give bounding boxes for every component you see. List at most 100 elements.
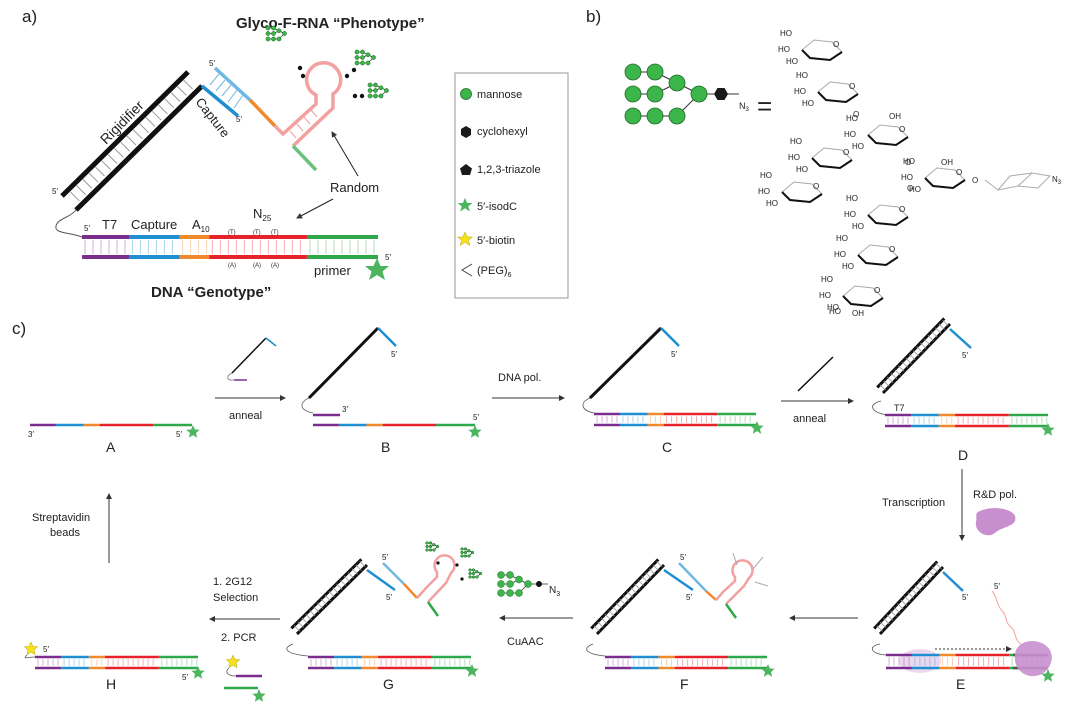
step-label: DNA pol. <box>498 372 541 384</box>
base-pair-rung <box>301 617 308 624</box>
step-label: Transcription <box>882 497 945 509</box>
rigidifier-strand <box>878 565 945 636</box>
panel-a-label: a) <box>22 7 37 26</box>
hydroxyl-label: HO <box>846 194 858 203</box>
capture-strand <box>382 562 405 585</box>
triazole-icon <box>359 93 365 99</box>
hydroxyl-label: HO <box>766 199 778 208</box>
state-h-drawing: 5′5′ <box>23 641 205 682</box>
triazole-icon <box>460 577 464 581</box>
alkyne-handle-icon <box>754 581 769 587</box>
hydroxyl-label: HO <box>819 291 831 300</box>
base-pair-rung <box>612 606 619 613</box>
triazole-pentagon-icon <box>460 164 472 175</box>
mannose-icon <box>646 107 664 125</box>
state-label-d: D <box>958 447 968 463</box>
azide-subscript: 3 <box>1058 180 1062 186</box>
cyclohexyl-hexagon-icon <box>461 126 471 138</box>
base-pair-rung <box>615 602 623 609</box>
rigidifier-strand <box>588 326 663 400</box>
base-pair-rung <box>921 577 928 584</box>
base-pair-rung <box>601 617 608 624</box>
mannose-icon <box>471 575 476 579</box>
base-pair-rung <box>656 560 663 568</box>
isodc-star-icon <box>465 664 479 677</box>
state-label-a: A <box>106 439 116 455</box>
step-anneal-2: anneal <box>781 356 854 425</box>
cyclohexyl-icon <box>344 73 350 79</box>
base-pair-rung <box>876 625 883 632</box>
ring-oxygen-label: O <box>833 40 839 49</box>
step-label: 2. PCR <box>221 632 257 644</box>
hydroxyl-label: HO <box>796 165 808 174</box>
base-pair-rung <box>324 594 331 602</box>
isodc-star-icon <box>191 666 205 679</box>
step-label: 1. 2G12 <box>213 576 252 588</box>
rigidifier-strand <box>873 560 939 630</box>
base-pair-rung <box>88 172 99 183</box>
base-pair-rung <box>316 602 324 609</box>
biotin-star-icon <box>23 641 39 656</box>
pcr-primers <box>224 654 266 702</box>
ring-oxygen-label: O <box>874 286 880 295</box>
ring-front-bond <box>857 254 899 267</box>
capture-strand <box>660 327 680 347</box>
base-pair-rung <box>934 327 942 334</box>
base-pair-rung <box>900 599 908 606</box>
legend-item-mannose: mannose <box>460 88 522 101</box>
base-pair-rung <box>924 573 932 581</box>
hydroxyl-label: HO <box>834 250 846 259</box>
mannose-icon <box>475 575 479 579</box>
isodc-star-icon <box>365 258 389 280</box>
base-pair-rung <box>916 346 923 353</box>
mannose-icon <box>460 550 464 555</box>
base-pair-rung <box>351 568 358 575</box>
cyclohexyl-ring <box>984 172 1052 191</box>
equals-sign: = <box>757 91 772 121</box>
primer-tail <box>724 603 738 619</box>
base-pair-rung <box>76 185 86 195</box>
isodc-star-icon <box>252 689 266 702</box>
ring-oxygen-label: O <box>889 245 895 254</box>
state-label-g: G <box>383 676 394 692</box>
base-pair-rung <box>641 576 648 583</box>
base-pair-rung <box>183 79 194 90</box>
mannose-icon <box>276 36 282 42</box>
panel-b: b) N3 = OHOHOHOOHOHOHOOOHOHOHOOHOHOHOHOO… <box>586 7 1062 318</box>
ring-front-bond <box>817 91 859 104</box>
capture-strand <box>366 568 396 592</box>
glycan-cluster <box>367 82 389 99</box>
hydroxyl-label: HO <box>780 29 792 38</box>
glycan-azide-reagent <box>497 571 548 597</box>
hydroxyl-label: HO <box>758 187 770 196</box>
random-annotation: Random <box>296 131 379 219</box>
mannose-icon <box>646 85 664 103</box>
glycosidic-oxygen-label: O <box>907 184 913 193</box>
step-cuaac: CuAAC N3 <box>497 571 573 648</box>
ring-back-bond <box>801 39 843 53</box>
base-pair-rung <box>912 350 920 357</box>
base-pair-rung <box>82 179 93 189</box>
hydroxyl-label: HO <box>760 171 772 180</box>
legend-label: 5′-biotin <box>477 235 515 247</box>
mannose-icon <box>378 85 384 91</box>
mannose-icon <box>354 55 360 60</box>
base-pair-rung <box>648 568 656 575</box>
mannose-icon <box>506 589 514 597</box>
ring-back-bond <box>867 124 909 138</box>
peg-linker <box>301 397 314 414</box>
mannose-icon <box>515 589 523 597</box>
azide-label: N3 <box>1052 175 1062 186</box>
five-prime-label: 5′ <box>473 413 479 422</box>
alkyne-handle-icon <box>752 556 764 570</box>
mannose-icon <box>271 36 276 42</box>
alkyne-handle-icon <box>732 552 738 566</box>
mannose-icon <box>428 548 433 552</box>
mannose-icon <box>265 36 271 42</box>
base-pair-rung <box>920 342 927 349</box>
base-pair-rung <box>593 625 600 632</box>
five-prime-label: 5′ <box>994 582 1000 591</box>
